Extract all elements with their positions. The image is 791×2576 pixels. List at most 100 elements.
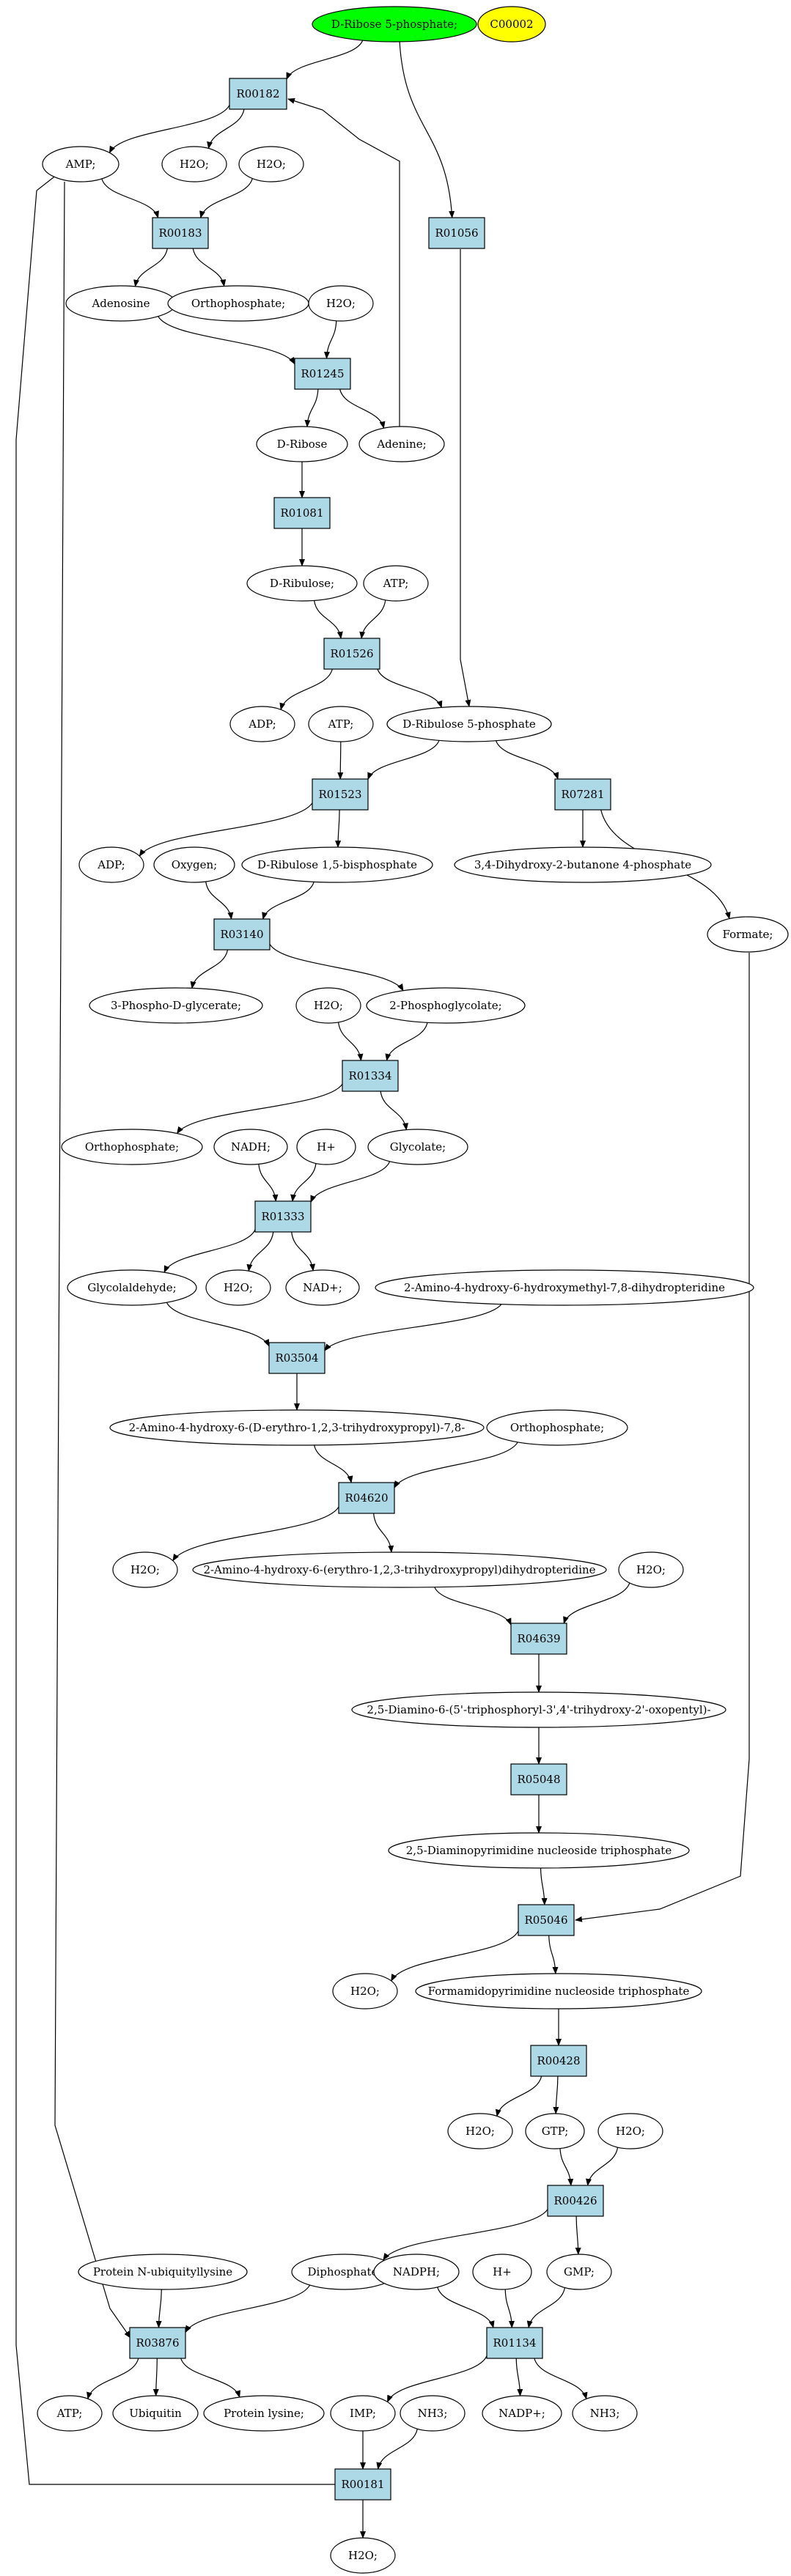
- edge-2-amino-4-hydroxy-6-d-erythro-1-2-3-trihydroxypropyl-7-8-to-r04620: [314, 1444, 353, 1483]
- reaction-node-r01056[interactable]: R01056: [428, 217, 485, 249]
- compound-node-h2o[interactable]: H2O;: [330, 2537, 396, 2574]
- reaction-node-r07281[interactable]: R07281: [554, 778, 611, 811]
- reaction-box: [294, 358, 351, 390]
- reaction-node-r01245[interactable]: R01245: [294, 358, 351, 390]
- compound-node-h2o[interactable]: H2O;: [238, 146, 304, 182]
- compound-node-glycolate[interactable]: Glycolate;: [367, 1129, 468, 1165]
- compound-node-ubiquitin[interactable]: Ubiquitin: [112, 2395, 199, 2432]
- compound-label: H2O;: [350, 1985, 380, 1998]
- compound-node-3-4-dihydroxy-2-butanone-4-phosphate[interactable]: 3,4-Dihydroxy-2-butanone 4-phosphate: [454, 846, 712, 883]
- compound-ellipse: [153, 846, 235, 883]
- compound-node-h2o[interactable]: H2O;: [205, 1269, 271, 1306]
- compound-node-d-ribose-5-phosphate[interactable]: D-Ribose 5-phosphate;: [312, 6, 477, 43]
- compound-node-h2o[interactable]: H2O;: [597, 2113, 663, 2149]
- compound-node-formamidopyrimidine-nucleoside-triphosphate[interactable]: Formamidopyrimidine nucleoside triphosph…: [415, 1973, 702, 2009]
- edge-r00183-to-adenosine: [133, 248, 168, 287]
- reaction-node-r01523[interactable]: R01523: [312, 778, 369, 811]
- edge-r01245-to-adenine: [339, 388, 386, 429]
- compound-node-h2o[interactable]: H2O;: [295, 987, 361, 1024]
- compound-node-protein-n-ubiquityllysine[interactable]: Protein N-ubiquityllysine: [78, 2254, 248, 2290]
- compound-node-nadp[interactable]: NADP+;: [482, 2395, 562, 2432]
- compound-node-atp[interactable]: ATP;: [37, 2395, 103, 2432]
- reaction-label: R03504: [275, 1351, 318, 1365]
- edge-adenosine-to-r01245: [158, 316, 295, 365]
- reaction-node-r01333[interactable]: R01333: [254, 1200, 312, 1233]
- compound-node-h2o[interactable]: H2O;: [112, 1551, 178, 1588]
- compound-node-adp[interactable]: ADP;: [78, 846, 144, 883]
- reaction-node-r01081[interactable]: R01081: [273, 497, 331, 529]
- reaction-node-r03876[interactable]: R03876: [129, 2327, 186, 2359]
- compound-node-nadh[interactable]: NADH;: [213, 1129, 288, 1165]
- compound-node-formate[interactable]: Formate;: [707, 916, 789, 953]
- compound-node-nh3[interactable]: NH3;: [400, 2395, 466, 2432]
- compound-node-d-ribulose-1-5-bisphosphate[interactable]: D-Ribulose 1,5-bisphosphate: [241, 846, 433, 883]
- reaction-node-r00428[interactable]: R00428: [530, 2045, 587, 2077]
- compound-node-2-amino-4-hydroxy-6-erythro-1-2-3-trihydroxypropyl-dihydropteridine[interactable]: 2-Amino-4-hydroxy-6-(erythro-1,2,3-trihy…: [192, 1551, 607, 1588]
- compound-node-2-phosphoglycolate[interactable]: 2-Phosphoglycolate;: [366, 987, 526, 1024]
- reaction-node-r01134[interactable]: R01134: [486, 2327, 543, 2359]
- reaction-node-r03140[interactable]: R03140: [213, 918, 271, 951]
- compound-ellipse: [525, 2113, 585, 2149]
- compound-node-d-ribose[interactable]: D-Ribose: [256, 426, 348, 462]
- reaction-node-r05048[interactable]: R05048: [510, 1763, 567, 1796]
- edge-oxygen-to-r03140: [205, 881, 234, 920]
- compound-node-h2o[interactable]: H2O;: [447, 2113, 513, 2149]
- compound-node-diphosphate[interactable]: Diphosphate;: [291, 2254, 398, 2290]
- reaction-node-r01526[interactable]: R01526: [323, 638, 380, 670]
- compound-label: H2O;: [348, 2549, 378, 2562]
- reaction-node-r00426[interactable]: R00426: [547, 2185, 604, 2217]
- compound-node-h2o[interactable]: H2O;: [308, 285, 374, 322]
- compound-label: Oxygen;: [172, 858, 217, 871]
- edge-r03140-to-3-phospho-d-glycerate: [190, 949, 229, 989]
- reaction-node-r00183[interactable]: R00183: [152, 217, 209, 249]
- reaction-node-r00182[interactable]: R00182: [229, 78, 287, 110]
- compound-node-gtp[interactable]: GTP;: [525, 2113, 585, 2149]
- edge-r01526-to-adp: [279, 668, 333, 711]
- compound-node-h[interactable]: H+: [296, 1129, 356, 1165]
- compound-node-d-ribulose[interactable]: D-Ribulose;: [246, 565, 358, 602]
- reaction-node-r01334[interactable]: R01334: [342, 1060, 399, 1092]
- compound-node-nad[interactable]: NAD+;: [285, 1269, 360, 1306]
- compound-node-d-ribulose-5-phosphate[interactable]: D-Ribulose 5-phosphate: [386, 706, 552, 742]
- compound-node-2-amino-4-hydroxy-6-d-erythro-1-2-3-trihydroxypropyl-7-8[interactable]: 2-Amino-4-hydroxy-6-(D-erythro-1,2,3-tri…: [109, 1409, 485, 1446]
- compound-node-h2o[interactable]: H2O;: [332, 1973, 398, 2009]
- compound-node-h[interactable]: H+: [472, 2254, 532, 2290]
- compound-node-nh3[interactable]: NH3;: [572, 2395, 638, 2432]
- compound-node-adenosine[interactable]: Adenosine: [65, 285, 177, 322]
- compound-node-atp[interactable]: ATP;: [363, 565, 429, 602]
- compound-node-gmp[interactable]: GMP;: [546, 2254, 612, 2290]
- compound-ellipse: [332, 1973, 398, 2009]
- reaction-node-r04620[interactable]: R04620: [338, 1482, 395, 1514]
- compound-ellipse: [415, 1973, 702, 2009]
- compound-node-amp[interactable]: AMP;: [42, 146, 119, 182]
- compound-node-orthophosphate[interactable]: Orthophosphate;: [61, 1129, 203, 1165]
- compound-node-atp[interactable]: ATP;: [308, 706, 374, 742]
- reaction-node-r03504[interactable]: R03504: [268, 1342, 325, 1374]
- compound-node-adp[interactable]: ADP;: [229, 706, 295, 742]
- compound-node-oxygen[interactable]: Oxygen;: [153, 846, 235, 883]
- edge-r01134-to-imp: [386, 2355, 488, 2403]
- edge-d-ribulose-5-phosphate-to-r01523: [367, 740, 440, 780]
- compound-label: H2O;: [326, 297, 356, 310]
- reaction-node-r05046[interactable]: R05046: [518, 1904, 575, 1936]
- compound-node-2-5-diaminopyrimidine-nucleoside-triphosphate[interactable]: 2,5-Diaminopyrimidine nucleoside triphos…: [388, 1832, 690, 1869]
- compound-node-orthophosphate[interactable]: Orthophosphate;: [167, 285, 309, 322]
- compound-node-orthophosphate[interactable]: Orthophosphate;: [486, 1409, 628, 1446]
- reaction-node-r04639[interactable]: R04639: [510, 1623, 567, 1655]
- compound-node-glycolaldehyde[interactable]: Glycolaldehyde;: [67, 1269, 197, 1306]
- compound-node-2-5-diamino-6-5-triphosphoryl-3-4-trihydroxy-2-oxopentyl[interactable]: 2,5-Diamino-6-(5'-triphosphoryl-3',4'-tr…: [351, 1691, 726, 1728]
- edge-2-5-diaminopyrimidine-nucleoside-triphosphate-to-r05046: [540, 1867, 548, 1905]
- compound-node-c00002[interactable]: C00002: [477, 6, 546, 43]
- compound-node-h2o[interactable]: H2O;: [161, 146, 227, 182]
- edge-h2o-to-r01245: [323, 320, 337, 359]
- edge-r04620-to-h2o: [172, 1506, 339, 1562]
- reaction-node-r00181[interactable]: R00181: [334, 2468, 391, 2501]
- compound-node-nadph[interactable]: NADPH;: [373, 2254, 460, 2290]
- compound-ellipse: [296, 1129, 356, 1165]
- compound-node-protein-lysine[interactable]: Protein lysine;: [203, 2395, 325, 2432]
- compound-node-2-amino-4-hydroxy-6-hydroxymethyl-7-8-dihydropteridine[interactable]: 2-Amino-4-hydroxy-6-hydroxymethyl-7,8-di…: [375, 1269, 754, 1306]
- compound-node-imp[interactable]: IMP;: [330, 2395, 396, 2432]
- compound-node-adenine[interactable]: Adenine;: [358, 426, 445, 462]
- compound-node-h2o[interactable]: H2O;: [618, 1551, 684, 1588]
- compound-node-3-phospho-d-glycerate[interactable]: 3-Phospho-D-glycerate;: [89, 987, 263, 1024]
